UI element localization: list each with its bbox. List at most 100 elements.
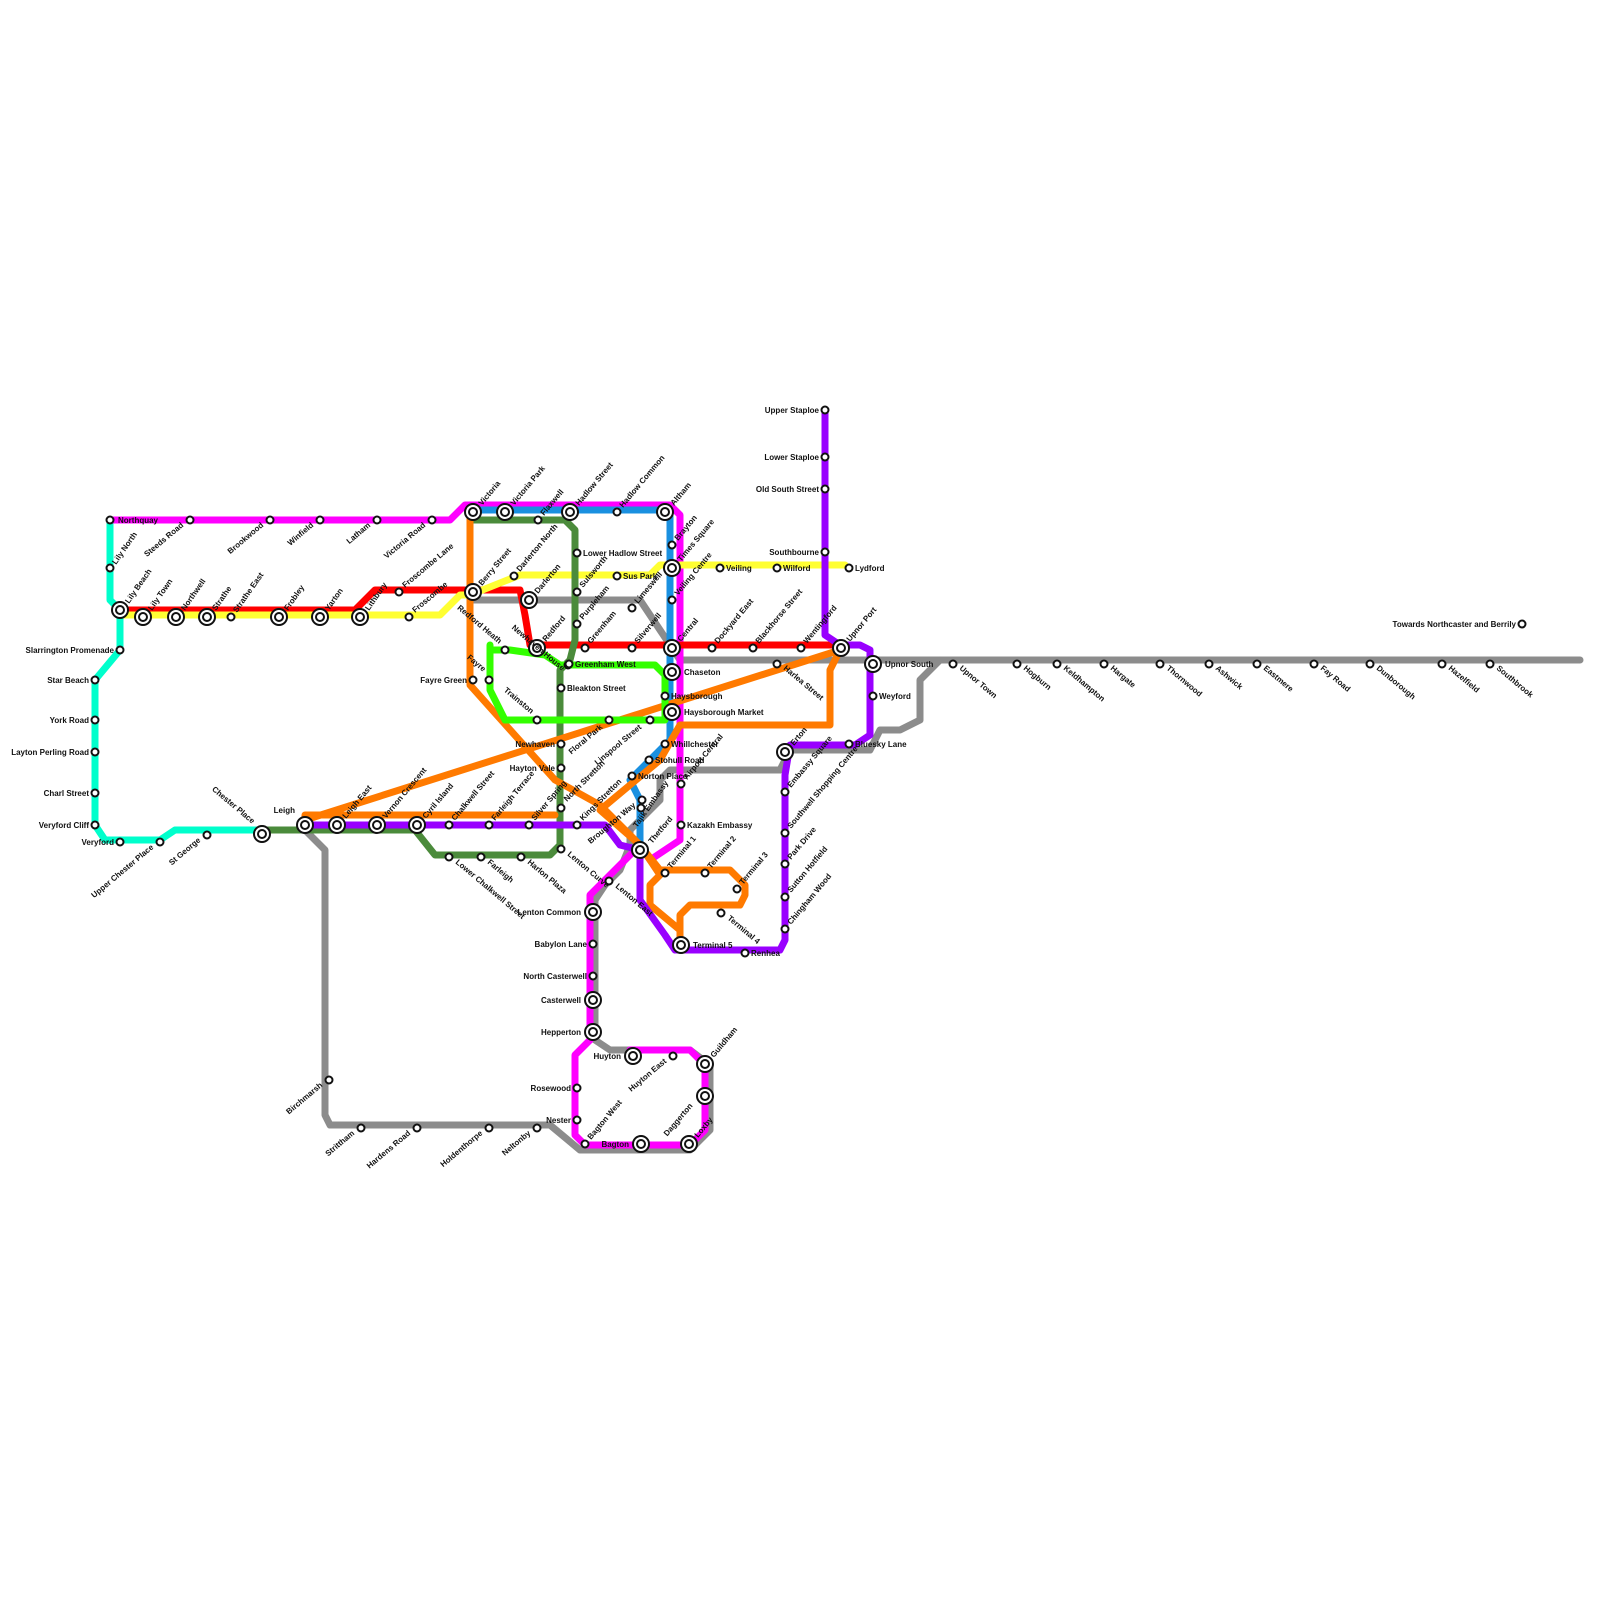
station-bagton-west[interactable] xyxy=(580,1139,590,1149)
station-southbourne[interactable] xyxy=(820,547,830,557)
interchange-times-square[interactable] xyxy=(667,563,677,573)
interchange-loxby[interactable] xyxy=(684,1139,694,1149)
interchange-daggerton[interactable] xyxy=(700,1091,710,1101)
station-towards[interactable] xyxy=(1517,619,1527,629)
station-dunborough[interactable] xyxy=(1365,659,1375,669)
station-froscombe-lane[interactable] xyxy=(394,587,404,597)
interchange-hadlow-street[interactable] xyxy=(565,507,575,517)
station-slarrington-promenade[interactable] xyxy=(115,645,125,655)
station-greenham-west[interactable] xyxy=(564,659,574,669)
station-stohull-road[interactable] xyxy=(644,755,654,765)
interchange-casterwell[interactable] xyxy=(588,995,598,1005)
station-winfield[interactable] xyxy=(315,515,325,525)
interchange-lenton-common[interactable] xyxy=(588,907,598,917)
station-fayre[interactable] xyxy=(484,675,494,685)
station-haysborough[interactable] xyxy=(660,691,670,701)
station-terminal-1[interactable] xyxy=(660,868,670,878)
interchange-berry-street[interactable] xyxy=(468,587,478,597)
interchange-leigh[interactable] xyxy=(300,820,310,830)
station-flaxwell[interactable] xyxy=(533,515,543,525)
station-kazakh-embassy[interactable] xyxy=(676,820,686,830)
station-purpleham[interactable] xyxy=(572,619,582,629)
interchange-leigh-east[interactable] xyxy=(332,820,342,830)
station-ashwick[interactable] xyxy=(1204,659,1214,669)
station-terminal-2[interactable] xyxy=(700,868,710,878)
station-neltonby[interactable] xyxy=(532,1123,542,1133)
station-trainston[interactable] xyxy=(532,715,542,725)
station-chingham-wood[interactable] xyxy=(780,924,790,934)
station-charl-street[interactable] xyxy=(90,788,100,798)
station-hadlow-common[interactable] xyxy=(612,507,622,517)
interchange-huyton[interactable] xyxy=(628,1051,638,1061)
interchange-strathe[interactable] xyxy=(202,612,212,622)
station-redford-heath[interactable] xyxy=(500,645,510,655)
station-blackhorse-street[interactable] xyxy=(748,643,758,653)
station-thornwood[interactable] xyxy=(1155,659,1165,669)
station-terminal-4[interactable] xyxy=(716,908,726,918)
interchange-victoria-park[interactable] xyxy=(500,507,510,517)
station-steeds-road[interactable] xyxy=(185,515,195,525)
interchange-victoria[interactable] xyxy=(468,507,478,517)
interchange-chaseton[interactable] xyxy=(667,667,677,677)
station-silverwell[interactable] xyxy=(627,643,637,653)
station-rosewood[interactable] xyxy=(572,1083,582,1093)
interchange-terminal-5[interactable] xyxy=(676,940,686,950)
station-lenton-curve[interactable] xyxy=(556,844,566,854)
station-upnor-town[interactable] xyxy=(948,659,958,669)
station-renhea[interactable] xyxy=(740,948,750,958)
interchange-erton[interactable] xyxy=(780,747,790,757)
station-old-south-street[interactable] xyxy=(820,484,830,494)
station-fayre-green[interactable] xyxy=(468,675,478,685)
interchange-hepperton[interactable] xyxy=(588,1027,598,1037)
interchange-redford[interactable] xyxy=(532,643,542,653)
interchange-cyril-island[interactable] xyxy=(412,820,422,830)
station-southwell-shopping-centre[interactable] xyxy=(780,828,790,838)
interchange-lily-beach[interactable] xyxy=(115,605,125,615)
interchange-northwell[interactable] xyxy=(171,612,181,622)
station-harlea-street[interactable] xyxy=(772,659,782,669)
station-st-george[interactable] xyxy=(202,830,212,840)
interchange-central[interactable] xyxy=(667,643,677,653)
station-sus-park[interactable] xyxy=(612,571,622,581)
station-embassy-square[interactable] xyxy=(780,787,790,797)
station-kings-stretton[interactable] xyxy=(572,820,582,830)
station-upper-chester-place[interactable] xyxy=(155,837,165,847)
station-hargate[interactable] xyxy=(1099,659,1109,669)
station-sutton-hotfield[interactable] xyxy=(780,892,790,902)
station-southbrook[interactable] xyxy=(1485,659,1495,669)
station-chalkwell-street[interactable] xyxy=(444,820,454,830)
station-northquay[interactable] xyxy=(105,515,115,525)
station-nester[interactable] xyxy=(572,1115,582,1125)
interchange-chester-place[interactable] xyxy=(257,829,267,839)
station-wilford[interactable] xyxy=(772,563,782,573)
station-norton-place[interactable] xyxy=(627,771,637,781)
station-sulsworth[interactable] xyxy=(572,587,582,597)
interchange-yarton[interactable] xyxy=(315,612,325,622)
station-north-stretton[interactable] xyxy=(556,803,566,813)
interchange-bagton[interactable] xyxy=(636,1139,646,1149)
interchange-frobley[interactable] xyxy=(274,612,284,622)
station-broughton-way[interactable] xyxy=(637,795,647,805)
station-limeswell[interactable] xyxy=(627,603,637,613)
station-veiling[interactable] xyxy=(715,563,725,573)
station-lower-hadlow-street[interactable] xyxy=(572,548,582,558)
station-star-beach[interactable] xyxy=(90,675,100,685)
interchange-haysborough-market[interactable] xyxy=(667,707,677,717)
station-harlon-plaza[interactable] xyxy=(516,852,526,862)
station-lydford[interactable] xyxy=(844,563,854,573)
station-farleigh[interactable] xyxy=(476,852,486,862)
station-huyton-east[interactable] xyxy=(668,1051,678,1061)
station-holdenthorpe[interactable] xyxy=(484,1123,494,1133)
station-lenton-east[interactable] xyxy=(604,876,614,886)
station-bluesky-lane[interactable] xyxy=(844,739,854,749)
station-lower-chalkwell-street[interactable] xyxy=(444,852,454,862)
station-strittham[interactable] xyxy=(356,1123,366,1133)
interchange-thetford[interactable] xyxy=(635,845,645,855)
station-victoria-road[interactable] xyxy=(427,515,437,525)
station-latham[interactable] xyxy=(372,515,382,525)
station-fay-road[interactable] xyxy=(1309,659,1319,669)
station-dockyard-east[interactable] xyxy=(707,643,717,653)
station-tajik-embassy[interactable] xyxy=(636,803,646,813)
station-wentingford[interactable] xyxy=(796,643,806,653)
station-brookwood[interactable] xyxy=(265,515,275,525)
